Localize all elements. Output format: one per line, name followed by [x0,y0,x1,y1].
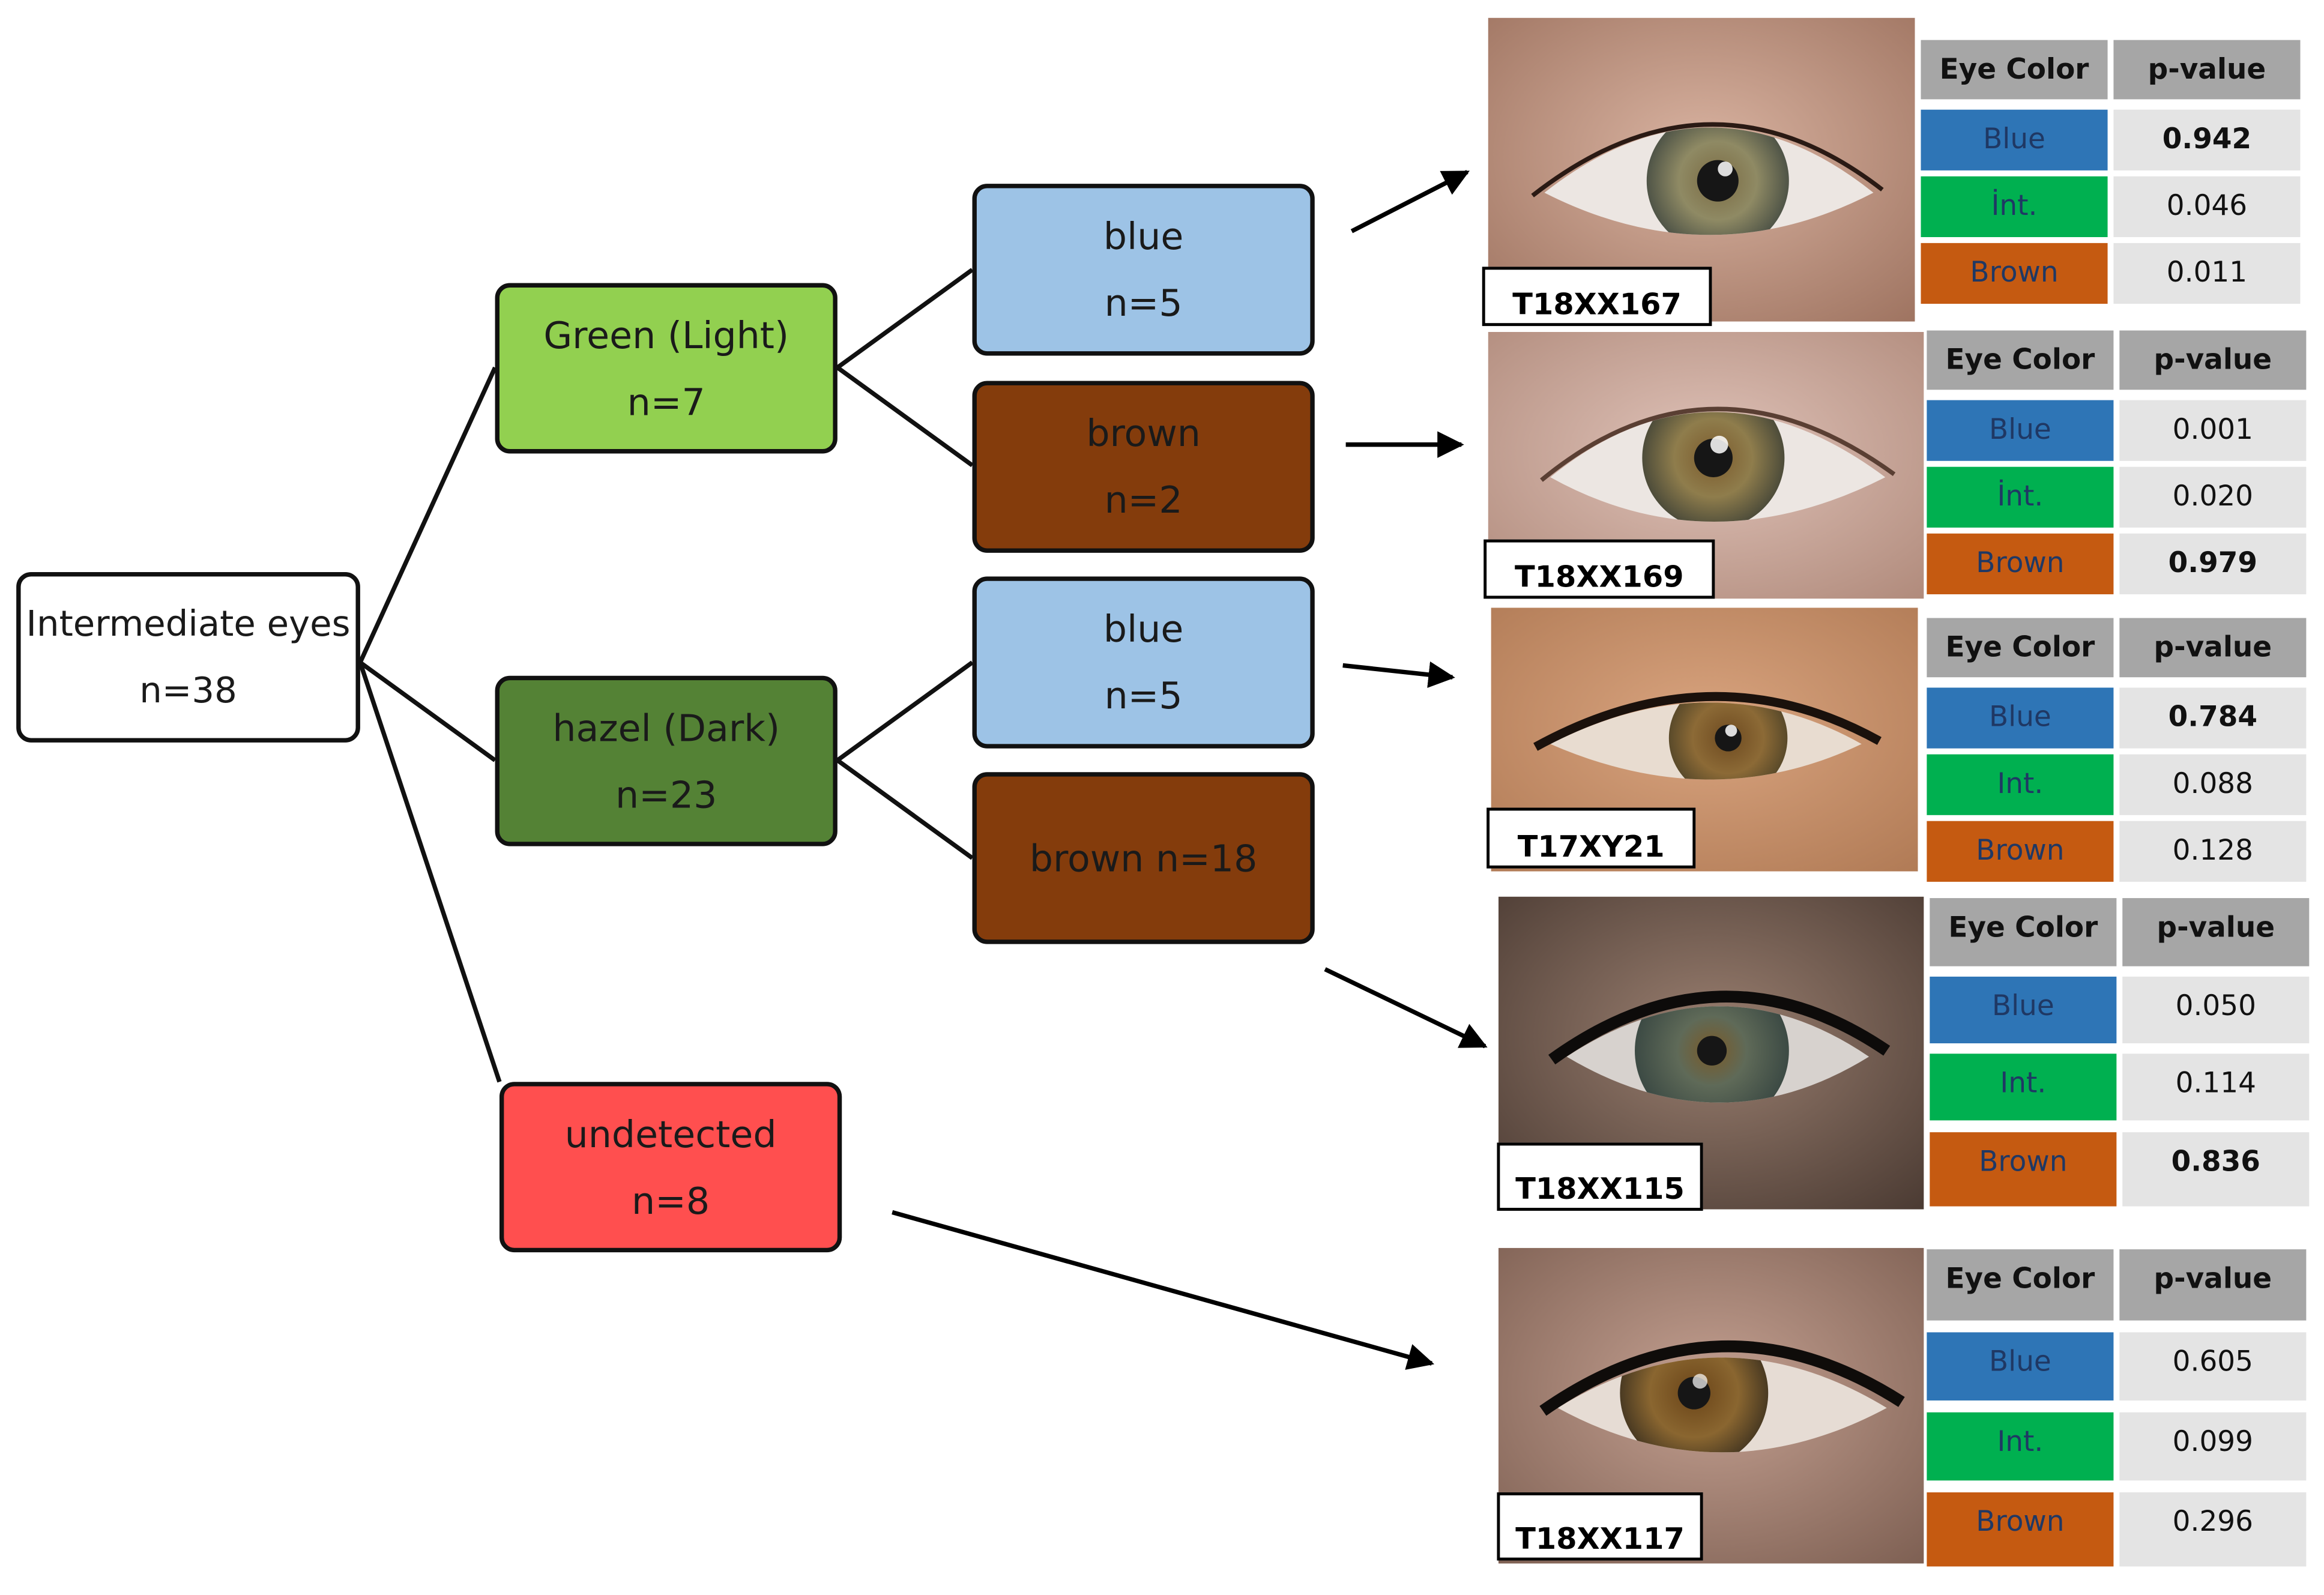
row-value-brown: 0.836 [2122,1132,2310,1207]
node-green-light: Green (Light) n=7 [495,283,838,454]
header-eye-color: Eye Color [1921,40,2108,100]
sample-id-label: T18XX169 [1483,539,1715,599]
sample-id-label: T18XX117 [1497,1492,1703,1561]
node-count: n=2 [1104,478,1183,522]
sample-id-label: T17XY21 [1486,807,1696,869]
row-value-blue: 0.001 [2119,400,2307,461]
node-count: n=5 [1104,282,1183,325]
node-intermediate-eyes: Intermediate eyes n=38 [16,571,360,743]
node-count: n=5 [1104,674,1183,717]
node-green-blue: blue n=5 [972,184,1315,356]
pvalue-table-4: Eye Color p-value Blue 0.050 Int. 0.114 … [1930,898,2318,1209]
node-title: Green (Light) [543,313,789,357]
row-value-int: 0.088 [2119,754,2307,815]
pvalue-table-5: Eye Color p-value Blue 0.605 Int. 0.099 … [1927,1249,2315,1568]
edge-green-blue [836,268,974,370]
row-value-int: 0.020 [2119,466,2307,528]
arrow-to-sample-3 [1342,661,1455,689]
row-value-brown: 0.128 [2119,821,2307,882]
row-label-blue: Blue [1927,400,2114,461]
row-value-brown: 0.296 [2119,1492,2307,1567]
row-label-blue: Blue [1927,687,2114,749]
node-title: blue [1103,214,1184,258]
node-hazel-dark: hazel (Dark) n=23 [495,675,838,846]
row-label-blue: Blue [1921,109,2108,170]
row-label-blue: Blue [1930,976,2117,1043]
node-green-brown: brown n=2 [972,381,1315,553]
row-value-blue: 0.942 [2113,109,2301,170]
row-label-brown: Brown [1927,533,2114,594]
header-eye-color: Eye Color [1927,1249,2114,1321]
node-undetected: undetected n=8 [499,1082,842,1253]
edge-root-green [358,366,497,664]
node-hazel-brown: brown n=18 [972,772,1315,944]
eye-photo-3 [1491,608,1918,872]
pvalue-table-3: Eye Color p-value Blue 0.784 Int. 0.088 … [1927,618,2315,909]
node-count: n=38 [139,669,237,711]
row-value-blue: 0.605 [2119,1332,2307,1401]
header-eye-color: Eye Color [1930,898,2117,966]
row-label-blue: Blue [1927,1332,2114,1401]
row-label-int: İnt. [1921,176,2108,237]
node-count: n=8 [632,1178,710,1222]
node-title: brown [1086,412,1201,455]
row-value-blue: 0.050 [2122,976,2310,1043]
edge-green-brown [836,366,974,468]
node-title: Intermediate eyes [26,602,351,644]
header-p-value: p-value [2122,898,2310,966]
row-label-brown: Brown [1930,1132,2117,1207]
pvalue-table-2: Eye Color p-value Blue 0.001 İnt. 0.020 … [1927,330,2315,623]
row-label-brown: Brown [1921,243,2108,304]
row-label-brown: Brown [1927,821,2114,882]
row-label-int: Int. [1927,754,2114,815]
row-value-blue: 0.784 [2119,687,2307,749]
sample-id-label: T18XX115 [1497,1142,1703,1211]
header-eye-color: Eye Color [1927,330,2114,390]
row-value-int: 0.114 [2122,1054,2310,1121]
row-value-int: 0.099 [2119,1412,2307,1481]
edge-root-undetected [358,662,502,1083]
pvalue-table-1: Eye Color p-value Blue 0.942 İnt. 0.046 … [1921,40,2310,332]
node-count: n=23 [615,773,717,816]
row-label-int: İnt. [1927,466,2114,528]
header-eye-color: Eye Color [1927,618,2114,678]
arrow-to-sample-4 [1324,967,1488,1049]
node-count: n=7 [627,380,705,423]
header-p-value: p-value [2119,1249,2307,1321]
row-value-brown: 0.011 [2113,243,2301,304]
edge-root-hazel [358,660,496,762]
edge-hazel-blue [836,660,974,762]
row-value-brown: 0.979 [2119,533,2307,594]
arrow-to-sample-5 [892,1210,1435,1370]
header-p-value: p-value [2113,40,2301,100]
node-hazel-blue: blue n=5 [972,576,1315,749]
arrow-to-sample-1 [1350,170,1470,234]
edge-hazel-brown [836,758,974,860]
row-label-brown: Brown [1927,1492,2114,1567]
header-p-value: p-value [2119,618,2307,678]
header-p-value: p-value [2119,330,2307,390]
node-title: blue [1103,608,1184,651]
row-label-int: Int. [1930,1054,2117,1121]
node-title: hazel (Dark) [552,706,780,749]
node-title: undetected [564,1112,777,1156]
row-value-int: 0.046 [2113,176,2301,237]
sample-id-label: T18XX167 [1482,267,1712,327]
node-title: brown n=18 [1029,836,1258,880]
row-label-int: Int. [1927,1412,2114,1481]
